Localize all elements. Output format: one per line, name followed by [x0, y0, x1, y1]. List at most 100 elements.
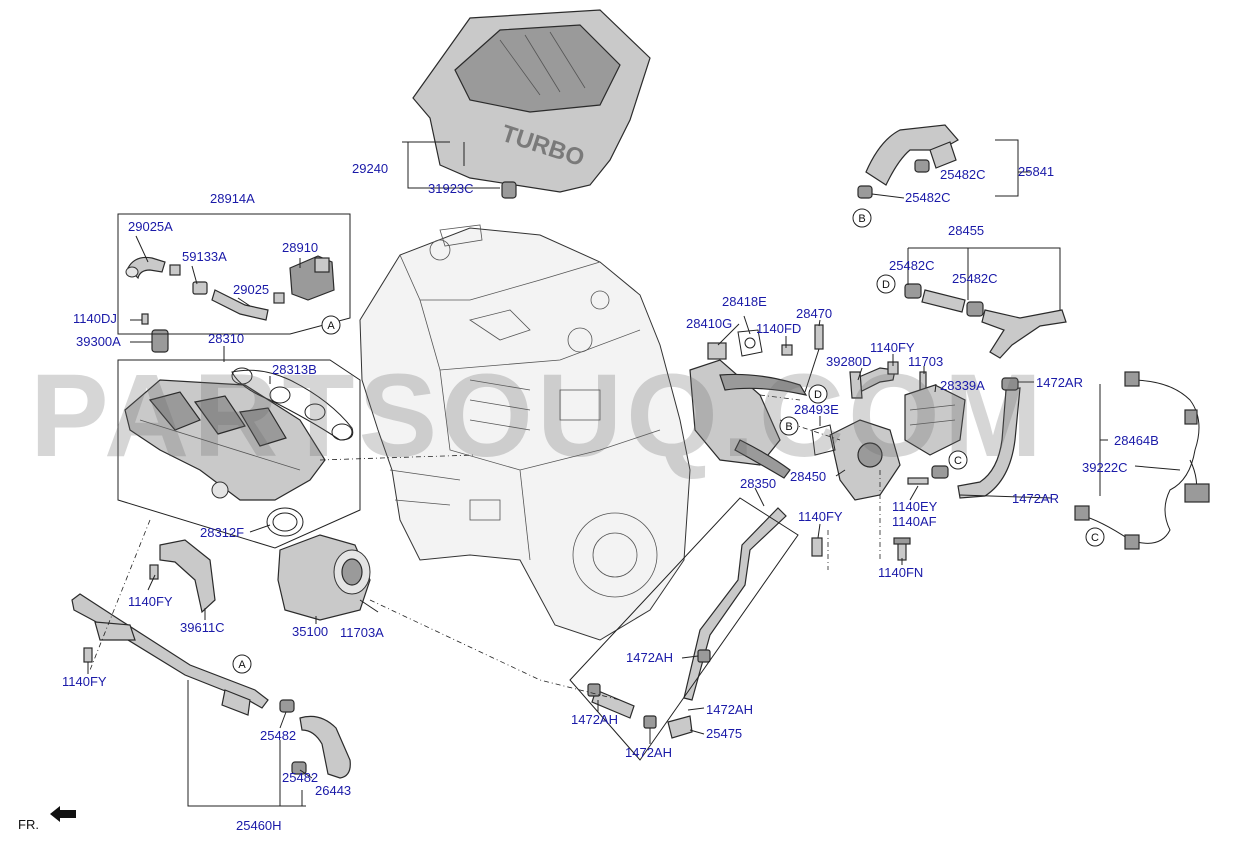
egr-sensor-part — [781, 324, 824, 393]
svg-text:C: C — [954, 455, 962, 467]
cover-bracket — [402, 141, 500, 189]
label-clamp-25482c-b[interactable]: 25482C — [905, 190, 951, 205]
hose-25841-bracket — [995, 139, 1030, 197]
svg-text:C: C — [1091, 532, 1099, 544]
hose-25475-part — [587, 649, 711, 739]
ref-marker-d-1: D — [876, 274, 896, 294]
label-bolt-1140fy-d[interactable]: 1140FY — [798, 509, 843, 524]
watermark: PARTSOUQ.COM — [30, 350, 1046, 482]
pcv-valve-part — [169, 264, 208, 295]
label-egr-pipe[interactable]: 39280D — [826, 354, 872, 369]
harness-part — [1074, 371, 1210, 550]
label-clamp-1472ah-d[interactable]: 1472AH — [625, 745, 672, 760]
label-clamp-25482-b[interactable]: 25482 — [282, 770, 318, 785]
label-bolt-1140fy-a[interactable]: 1140FY — [128, 594, 173, 609]
pcv-hose-part — [211, 289, 285, 321]
label-bolt-1140fd[interactable]: 1140FD — [756, 321, 801, 336]
hose-26443-part — [279, 699, 351, 779]
front-label: FR. — [18, 817, 39, 832]
label-stud-11703a[interactable]: 11703A — [340, 625, 384, 640]
throttle-gasket-part — [266, 507, 304, 537]
label-bolt-1140ey[interactable]: 1140EY — [892, 499, 938, 514]
label-pcv-kit[interactable]: 28914A — [210, 191, 255, 206]
label-pcv-hose-a[interactable]: 29025A — [128, 219, 173, 234]
label-bolt-1140af[interactable]: 1140AF — [892, 514, 937, 529]
intake-manifold-part — [124, 379, 326, 501]
egr-cooler-28339a-part — [904, 384, 966, 456]
label-clamp-25482c-d[interactable]: 25482C — [952, 271, 998, 286]
ref-marker-d-2: D — [808, 384, 828, 404]
label-hose-assy-28455[interactable]: 28455 — [948, 223, 984, 238]
cover-bushing-part — [501, 181, 517, 199]
pcv-hose-a-part — [125, 256, 166, 280]
label-bolt-1140fy-b[interactable]: 1140FY — [62, 674, 107, 689]
bolt-1140fn-part — [893, 537, 911, 561]
label-harness-28464b[interactable]: 28464B — [1114, 433, 1159, 448]
ref-marker-b-1: B — [852, 208, 872, 228]
label-bolt-1140fy-c[interactable]: 1140FY — [870, 340, 915, 355]
hose-25841-part — [857, 124, 959, 199]
label-clamp-1472ah-a[interactable]: 1472AH — [626, 650, 673, 665]
pipe-28350-part — [683, 507, 823, 701]
manifold-box — [117, 359, 361, 549]
label-clamp-25482-a[interactable]: 25482 — [260, 728, 296, 743]
label-hose-assy-25460h[interactable]: 25460H — [236, 818, 282, 833]
label-egr-cooler[interactable]: 28410G — [686, 316, 732, 331]
pcv-separator-part — [289, 255, 335, 301]
hose-assy-bracket — [187, 680, 306, 807]
label-pcv-hose[interactable]: 29025 — [233, 282, 269, 297]
svg-text:A: A — [238, 659, 246, 671]
harness-bracket — [1099, 384, 1108, 496]
label-clamp-1472ar-b[interactable]: 1472AR — [1012, 491, 1059, 506]
svg-text:B: B — [785, 421, 792, 433]
svg-text:D: D — [882, 279, 890, 291]
label-egr-gasket[interactable]: 28418E — [722, 294, 767, 309]
front-direction-indicator: FR. — [18, 806, 76, 832]
label-throttle-gasket[interactable]: 28312F — [200, 525, 244, 540]
manifold-gasket-part — [231, 367, 354, 441]
label-clamp-1472ar-a[interactable]: 1472AR — [1036, 375, 1083, 390]
engine-cover: TURBO — [412, 9, 651, 193]
svg-text:B: B — [858, 213, 865, 225]
ref-marker-a-2: A — [232, 654, 252, 674]
label-egr-sensor[interactable]: 28470 — [796, 306, 832, 321]
hose-1472ar-part — [931, 377, 1021, 499]
label-intake-manifold[interactable]: 28310 — [208, 331, 244, 346]
label-cover-bushing[interactable]: 31923C — [428, 181, 474, 196]
label-pcv-valve[interactable]: 59133A — [182, 249, 227, 264]
label-hose-25841[interactable]: 25841 — [1018, 164, 1054, 179]
throttle-body-part — [277, 534, 379, 621]
label-bolt-1140fn[interactable]: 1140FN — [878, 565, 923, 580]
label-stud-11703[interactable]: 11703 — [908, 354, 943, 369]
label-hose-25475[interactable]: 25475 — [706, 726, 742, 741]
label-sensor-39300a[interactable]: 39300A — [76, 334, 121, 349]
coolant-pipe-part — [71, 593, 269, 716]
label-pcv-separator[interactable]: 28910 — [282, 240, 318, 255]
label-engine-cover[interactable]: 29240 — [352, 161, 388, 176]
hose-28455-part — [904, 283, 1067, 359]
label-egr-gasket-b[interactable]: 28493E — [794, 402, 839, 417]
label-pipe-28350[interactable]: 28350 — [740, 476, 776, 491]
ref-marker-b-2: B — [779, 416, 799, 436]
label-bracket-39611c[interactable]: 39611C — [180, 620, 225, 635]
ref-marker-c-2: C — [1085, 527, 1105, 547]
label-manifold-gasket[interactable]: 28313B — [272, 362, 317, 377]
label-throttle-body[interactable]: 35100 — [292, 624, 328, 639]
egr-cooler-part — [689, 342, 808, 479]
label-cooler-28339a[interactable]: 28339A — [940, 378, 985, 393]
label-clamp-25482c-a[interactable]: 25482C — [940, 167, 986, 182]
label-hose-26443[interactable]: 26443 — [315, 783, 351, 798]
svg-text:A: A — [327, 320, 335, 332]
engine-block — [359, 224, 691, 641]
front-arrow-icon — [50, 806, 76, 822]
ref-marker-a-1: A — [321, 315, 341, 335]
pcv-kit-box — [117, 213, 351, 335]
label-clamp-1472ah-c[interactable]: 1472AH — [706, 702, 753, 717]
egr-gasket-part — [737, 329, 763, 357]
label-bolt-1140dj[interactable]: 1140DJ — [73, 311, 117, 326]
label-clamp-25482c-c[interactable]: 25482C — [889, 258, 935, 273]
label-sensor-39222c[interactable]: 39222C — [1082, 460, 1128, 475]
label-clamp-1472ah-b[interactable]: 1472AH — [571, 712, 618, 727]
label-egr-valve[interactable]: 28450 — [790, 469, 826, 484]
